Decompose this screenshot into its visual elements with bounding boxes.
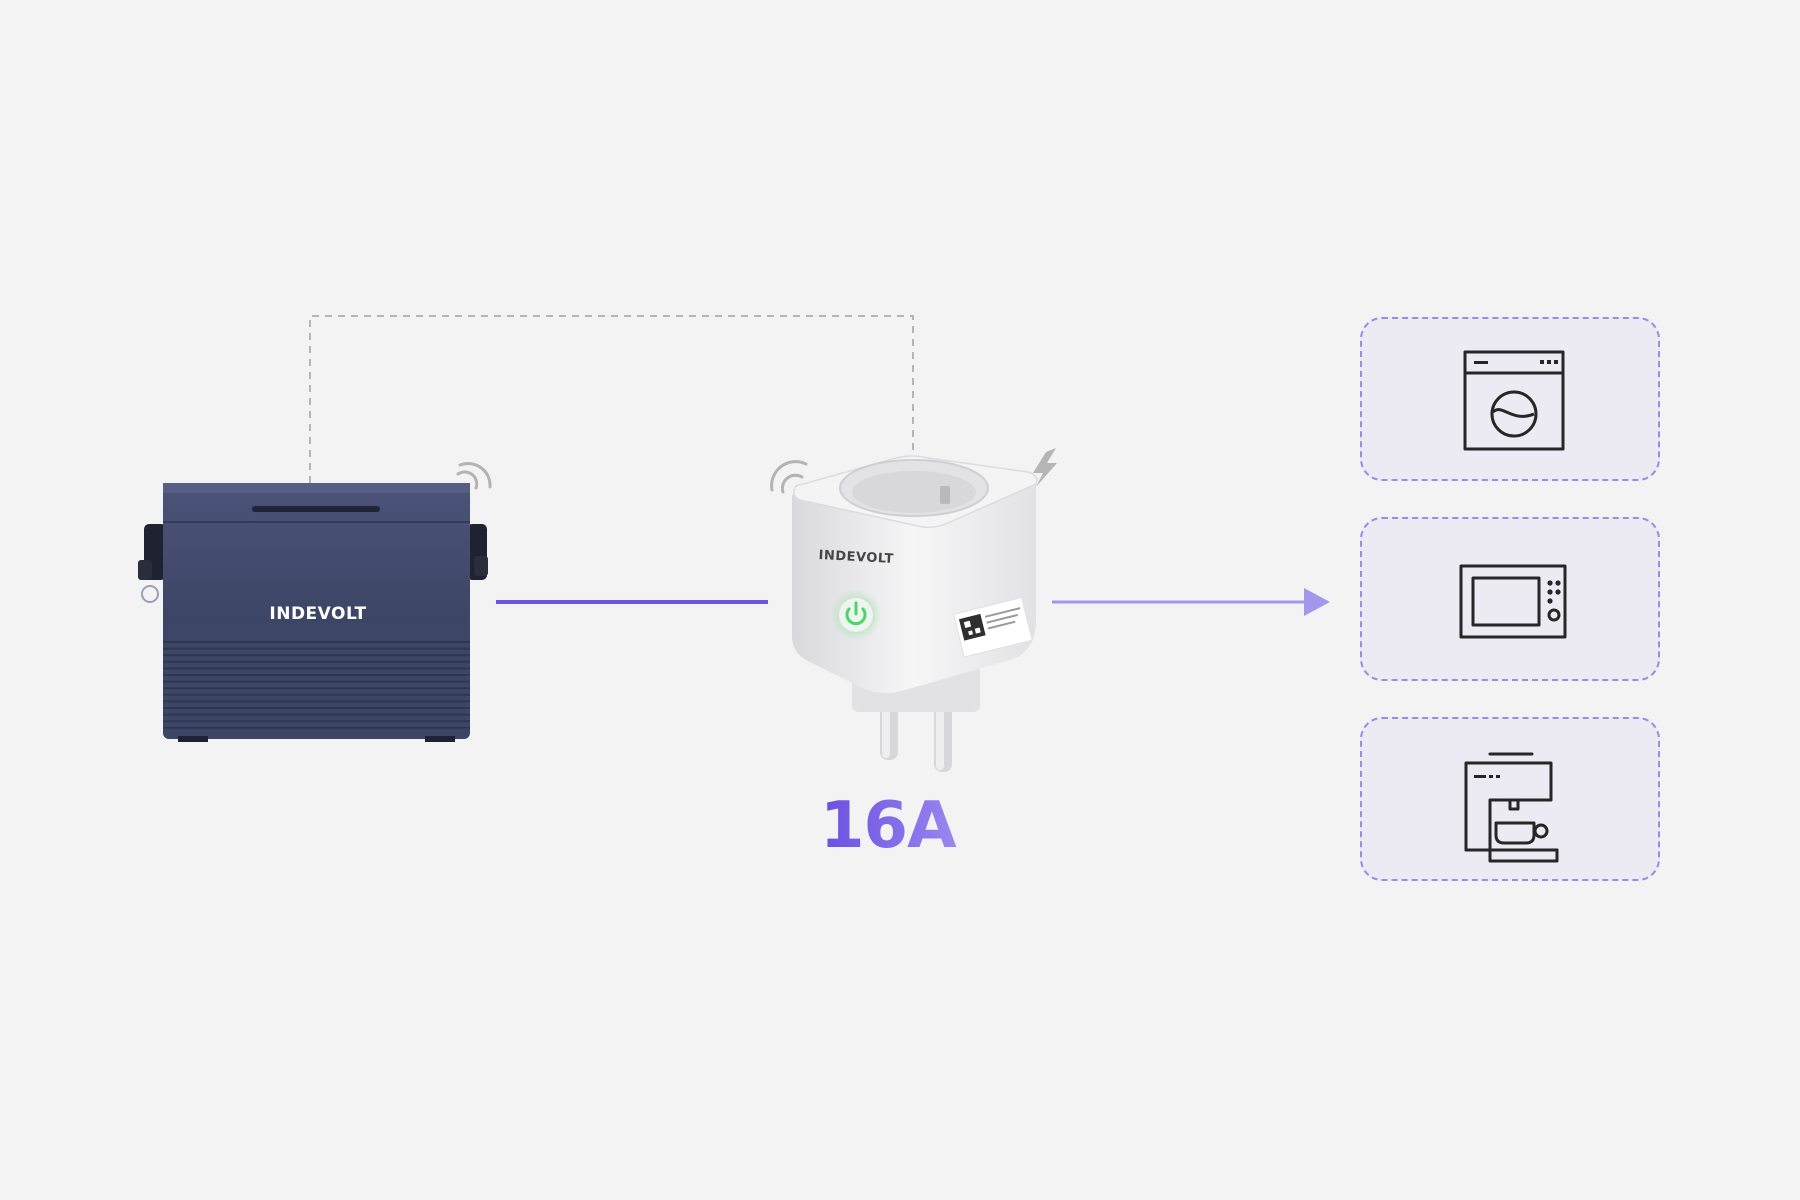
plug-wifi-icon (770, 460, 808, 494)
plug-brand-label: INDEVOLT (818, 548, 894, 567)
battery-wifi-icon (456, 461, 492, 490)
power-bolt-icon (1033, 448, 1057, 487)
qr-label-sticker (953, 596, 1033, 658)
battery-vent-stripes (163, 641, 470, 729)
appliance-card-washing-machine (1360, 317, 1660, 481)
microwave-icon (1459, 564, 1567, 639)
battery-unit: INDEVOLT (138, 483, 488, 742)
appliance-card-coffee-machine (1360, 717, 1660, 881)
power-button-icon (845, 601, 867, 626)
coffee-machine-icon (1464, 752, 1559, 863)
arrow-head-icon (1304, 588, 1330, 616)
washing-machine-icon (1463, 350, 1565, 451)
smart-plug: INDEVOLT (792, 455, 1038, 772)
current-rating-label: 16A (820, 786, 1020, 866)
dashed-link (309, 315, 914, 483)
appliance-card-microwave (1360, 517, 1660, 681)
battery-brand-label: INDEVOLT (269, 604, 366, 624)
